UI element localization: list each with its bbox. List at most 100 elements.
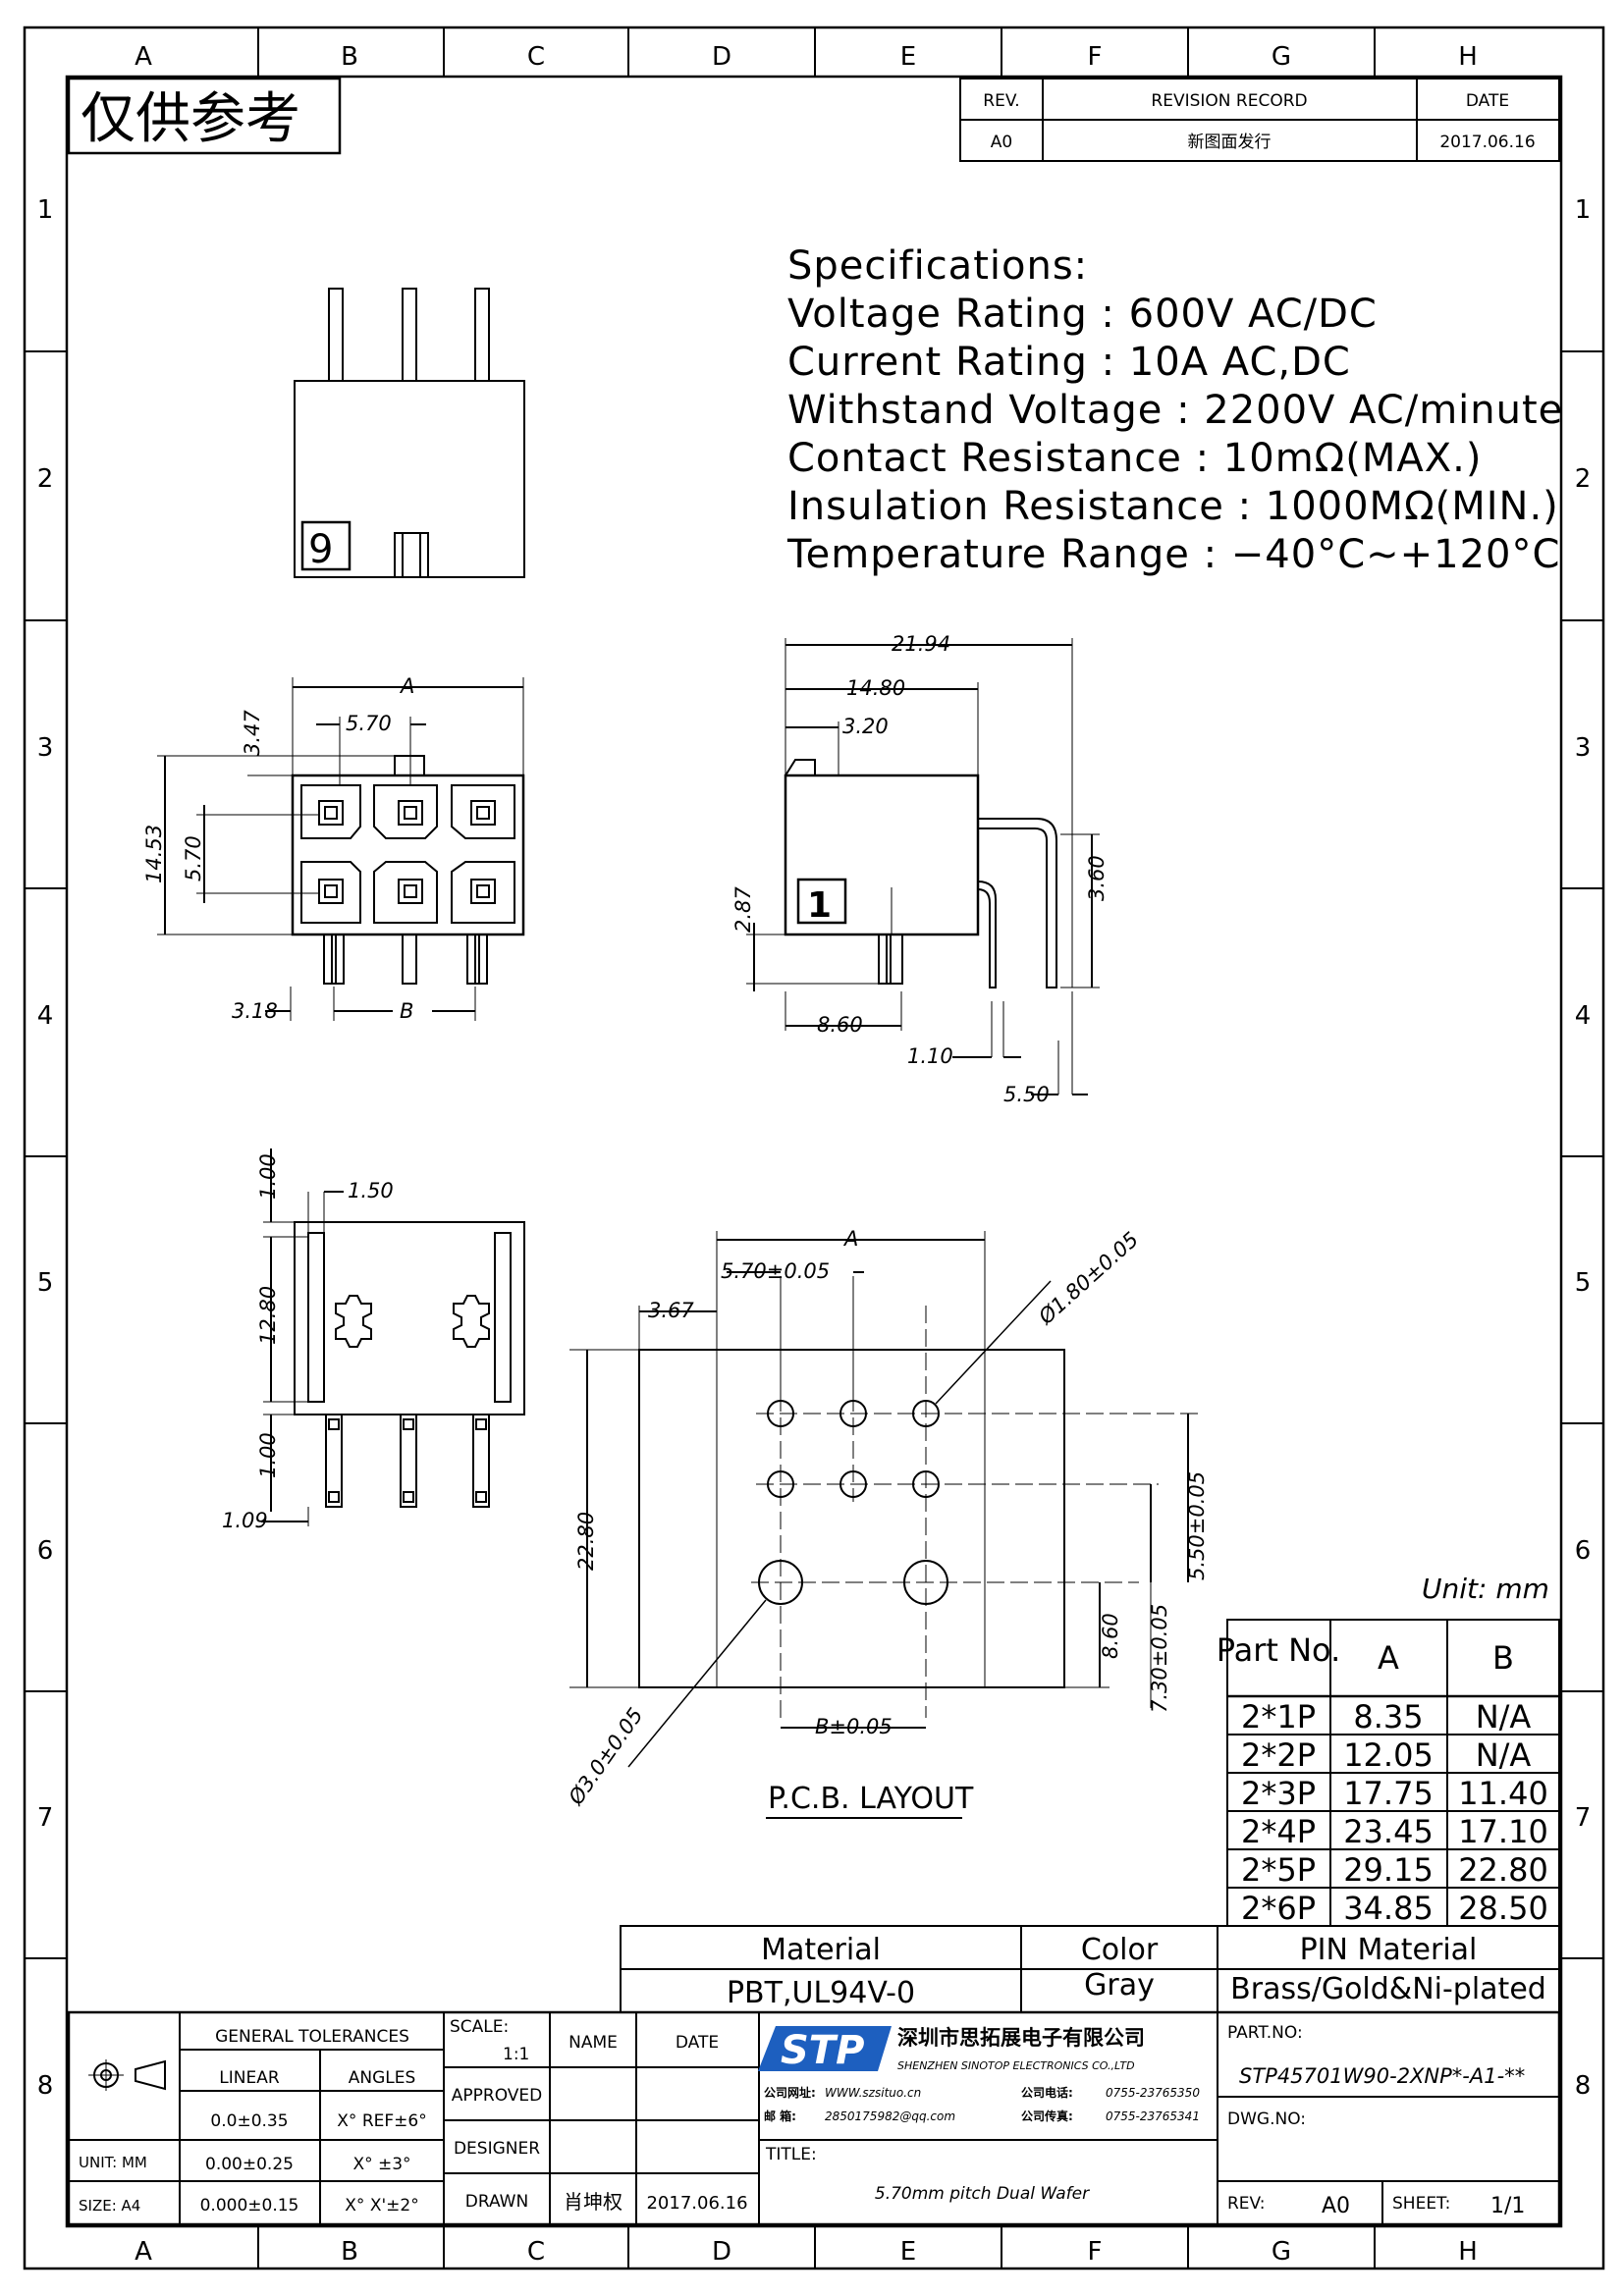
dim-front-pitch: 5.70	[346, 712, 392, 735]
specifications: Specifications: Voltage Rating : 600V AC…	[786, 243, 1562, 577]
approved-label: APPROVED	[452, 2086, 543, 2106]
tolerance-linear: 0.00±0.25	[205, 2155, 294, 2174]
dim-front-overall: 14.53	[142, 825, 166, 883]
grid-row-2: 2	[37, 464, 54, 494]
tolerance-angle: X° X'±2°	[345, 2196, 418, 2216]
spec-line: Voltage Rating : 600V AC/DC	[787, 292, 1378, 337]
grid-col-d-bottom: D	[712, 2237, 731, 2267]
pcb-layout-label: P.C.B. LAYOUT	[768, 1782, 974, 1816]
dim-side-height: 2.87	[731, 886, 755, 933]
pin-material-value: Brass/Gold&Ni-plated	[1230, 1972, 1546, 2006]
size-label: SIZE: A4	[79, 2197, 140, 2215]
spec-line: Insulation Resistance : 1000MΩ(MIN.)	[787, 484, 1559, 529]
part-number: STP45701W90-2XNP*-A1-**	[1239, 2064, 1525, 2088]
revision-date-header: DATE	[1466, 91, 1509, 111]
dim-front-latch: 3.47	[241, 710, 264, 756]
fax-label: 公司传真:	[1021, 2109, 1073, 2123]
dim-side-overall: 21.94	[892, 632, 950, 656]
part-table-cell: 23.45	[1343, 1813, 1434, 1850]
drawing-title: 5.70mm pitch Dual Wafer	[875, 2184, 1090, 2204]
grid-col-c: C	[527, 42, 545, 72]
spec-title: Specifications:	[787, 243, 1088, 289]
dim-bottom-top: 1.00	[256, 1153, 280, 1200]
grid-col-d: D	[712, 42, 731, 72]
part-table-header-b: B	[1492, 1639, 1514, 1677]
side-view-cavity-number: 1	[807, 885, 832, 926]
sheet-label: SHEET:	[1392, 2194, 1450, 2214]
top-view-cavity-number: 9	[308, 527, 333, 572]
dim-front-a: A	[399, 674, 414, 698]
part-table-cell: 11.40	[1458, 1775, 1548, 1812]
tolerance-angle: X° REF±6°	[337, 2111, 426, 2131]
grid-col-h-bottom: H	[1458, 2237, 1478, 2267]
dim-side-front: 8.60	[817, 1013, 863, 1037]
dim-front-b: B	[400, 999, 413, 1023]
grid-col-f: F	[1088, 42, 1103, 72]
grid-col-b-bottom: B	[341, 2237, 358, 2267]
grid-row-8-right: 8	[1575, 2071, 1592, 2101]
material-label: Material	[761, 1933, 881, 1967]
grid-col-f-bottom: F	[1088, 2237, 1103, 2267]
dim-pcb-peg-offset: 8.60	[1099, 1613, 1122, 1659]
dim-side-pin-width: 1.10	[907, 1044, 953, 1068]
grid-row-3: 3	[37, 733, 54, 763]
dim-pcb-hole: Ø1.80±0.05	[1034, 1227, 1144, 1329]
mail-label: 邮 箱:	[764, 2109, 796, 2123]
dim-pcb-peg-row: 7.30±0.05	[1148, 1604, 1171, 1713]
revision-record-value: 新图面发行	[1188, 133, 1272, 152]
part-table-cell: 17.10	[1458, 1813, 1548, 1850]
dim-side-latch: 3.20	[842, 715, 889, 738]
part-table-cell: 29.15	[1343, 1851, 1434, 1889]
drawn-name: 肖坤权	[564, 2190, 623, 2214]
revision-date-value: 2017.06.16	[1439, 133, 1535, 152]
part-table-cell: 17.75	[1343, 1775, 1434, 1812]
unit-note: Unit: mm	[1422, 1573, 1549, 1605]
grid-row-3-right: 3	[1575, 733, 1592, 763]
part-table-header-part: Part No.	[1217, 1631, 1340, 1669]
drawn-date: 2017.06.16	[646, 2193, 747, 2214]
name-header: NAME	[568, 2033, 618, 2053]
grid-col-g-bottom: G	[1272, 2237, 1291, 2267]
color-value: Gray	[1084, 1968, 1155, 2002]
dim-bottom-pin: 1.50	[348, 1179, 394, 1202]
dim-front-row-pitch: 5.70	[182, 835, 205, 881]
grid-row-5: 5	[37, 1268, 54, 1298]
part-table-cell: 2*3P	[1241, 1775, 1316, 1812]
part-table-cell: 2*5P	[1241, 1851, 1316, 1889]
grid-row-6: 6	[37, 1536, 54, 1566]
grid-col-e-bottom: E	[900, 2237, 916, 2267]
grid-row-2-right: 2	[1575, 464, 1592, 494]
scale-label: SCALE:	[450, 2017, 509, 2037]
date-header: DATE	[676, 2033, 719, 2053]
dim-bottom-body: 12.80	[256, 1286, 280, 1345]
grid-row-1: 1	[37, 195, 54, 225]
pin-material-label: PIN Material	[1300, 1933, 1478, 1967]
tolerance-linear: 0.000±0.15	[200, 2196, 299, 2216]
rev-value: A0	[1322, 2194, 1350, 2218]
spec-line: Current Rating : 10A AC,DC	[787, 340, 1351, 385]
part-table-cell: 22.80	[1458, 1851, 1548, 1889]
color-label: Color	[1081, 1933, 1159, 1967]
part-table-cell: 2*6P	[1241, 1890, 1316, 1927]
grid-col-e: E	[900, 42, 916, 72]
unit-label: UNIT: MM	[79, 2154, 147, 2171]
dim-bottom-bottom: 1.00	[256, 1432, 280, 1478]
fax-value: 0755-23765341	[1106, 2109, 1200, 2123]
company-name-en: SHENZHEN SINOTOP ELECTRONICS CO.,LTD	[897, 2059, 1135, 2072]
grid-col-h: H	[1458, 42, 1478, 72]
dwg-no-label: DWG.NO:	[1227, 2109, 1306, 2129]
part-table-cell: 28.50	[1458, 1890, 1548, 1927]
scale-value: 1:1	[503, 2045, 529, 2064]
title-label: TITLE:	[765, 2145, 817, 2164]
grid-row-4-right: 4	[1575, 1001, 1592, 1031]
part-table-cell: 12.05	[1343, 1736, 1434, 1774]
dim-bottom-tail: 1.09	[222, 1509, 268, 1532]
sheet-value: 1/1	[1490, 2194, 1525, 2218]
grid-col-b: B	[341, 42, 358, 72]
revision-rev-header: REV.	[983, 91, 1019, 111]
grid-col-g: G	[1272, 42, 1291, 72]
company-logo: STP	[758, 2026, 892, 2073]
grid-row-8: 8	[37, 2071, 54, 2101]
linear-header: LINEAR	[219, 2068, 280, 2088]
